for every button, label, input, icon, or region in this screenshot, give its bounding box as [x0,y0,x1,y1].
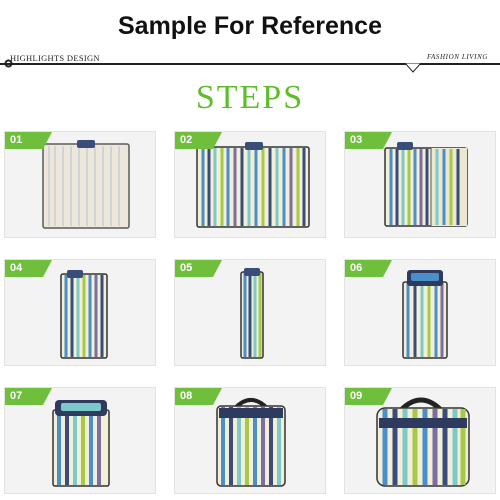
page-title: Sample For Reference [118,12,382,40]
step-panel-3: 03 [344,131,496,238]
step-panel-6: 06 [344,259,496,366]
step-panel-8: 08 [174,387,326,494]
roll-fold-icon [52,400,110,487]
bag-front-icon [216,398,286,487]
step-number: 05 [175,260,222,277]
steps-heading: STEPS [195,79,305,116]
step-number: 09 [345,388,392,405]
step-number: 03 [345,132,392,149]
step-panel-9: 09 [344,387,496,494]
step-number: 08 [175,388,222,405]
flat-mat-striped-icon [196,142,310,228]
flat-mat-back-icon [42,140,130,229]
step-number: 01 [5,132,52,149]
step-number: 04 [5,260,52,277]
divider-line [0,63,500,65]
step-panel-5: 05 [174,259,326,366]
brand-label: FASHION LIVING [427,53,488,61]
triangle-marker-icon [404,63,422,73]
fold-half-icon [384,142,468,227]
step-number: 02 [175,132,222,149]
step-panel-1: 01 [4,131,156,238]
bag-closed-icon [376,397,470,487]
step-number: 06 [345,260,392,277]
long-strip-icon [240,268,264,359]
step-panel-2: 02 [174,131,326,238]
step-panel-4: 04 [4,259,156,366]
fold-again-icon [60,270,108,359]
step-panel-7: 07 [4,387,156,494]
fold-up-icon [402,270,448,359]
highlights-label: HIGHLIGHTS DESIGN [10,53,100,63]
step-number: 07 [5,388,52,405]
